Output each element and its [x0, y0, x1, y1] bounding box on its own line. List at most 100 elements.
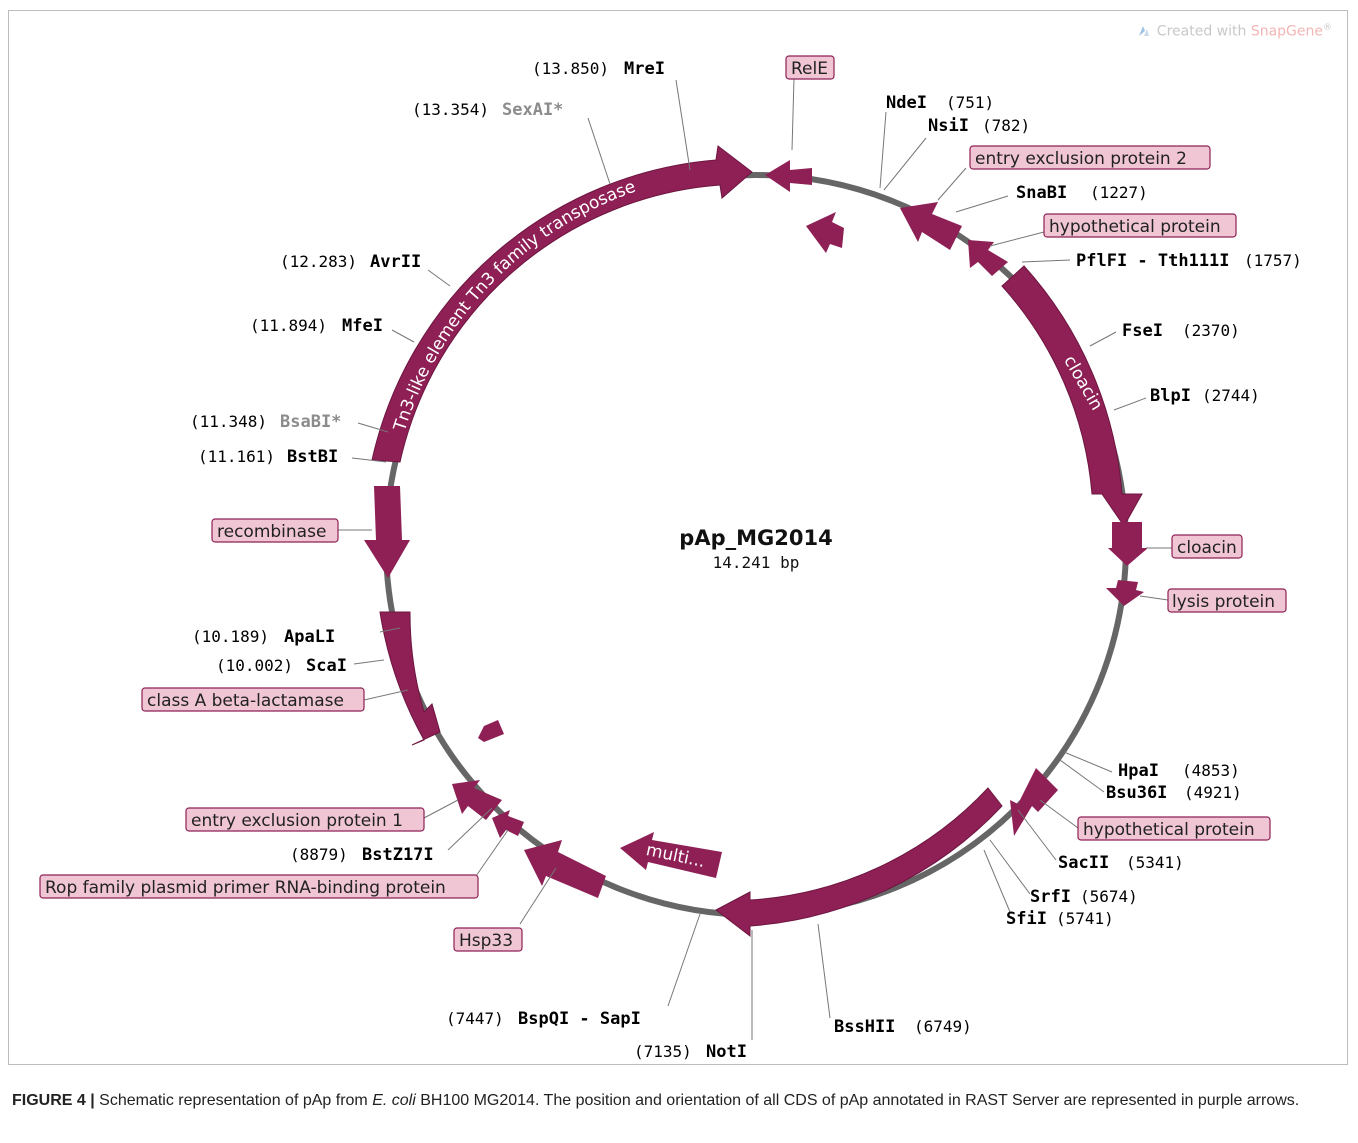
lysis-arrow[interactable] [1106, 580, 1144, 606]
recombinase-arrow[interactable] [364, 486, 410, 578]
tn3-transposase-arrow[interactable] [371, 145, 753, 463]
site-bsabi[interactable]: (11.348) BsaBI* [190, 412, 341, 432]
svg-text:NsiI: NsiI [928, 116, 969, 136]
svg-text:hypothetical protein: hypothetical protein [1049, 217, 1221, 237]
site-bsu36i[interactable]: Bsu36I(4921) [1106, 783, 1242, 803]
svg-text:Hsp33: Hsp33 [459, 931, 513, 951]
figure-caption: FIGURE 4 | Schematic representation of p… [12, 1090, 1342, 1112]
watermark-mark: ® [1323, 23, 1332, 33]
site-mfei[interactable]: (11.894)MfeI [250, 316, 383, 336]
rele-arrow[interactable] [765, 160, 812, 192]
leader-lines [336, 77, 1172, 1040]
svg-text:(7447): (7447) [446, 1009, 504, 1028]
svg-text:NotI: NotI [706, 1042, 747, 1062]
site-bstz17i[interactable]: (8879) BstZ17I [290, 845, 434, 865]
svg-text:BstZ17I: BstZ17I [362, 845, 434, 865]
hyp1-arrow[interactable] [968, 240, 1008, 276]
svg-text:MreI: MreI [624, 59, 665, 79]
site-bspqi-sapi[interactable]: (7447) BspQI - SapI [446, 1009, 641, 1029]
feature-label-rele[interactable]: RelE [785, 55, 835, 80]
cloacin-arrow[interactable] [1001, 265, 1143, 527]
site-srfi[interactable]: SrfI(5674) [1030, 887, 1138, 907]
site-apali[interactable]: (10.189)ApaLI [192, 627, 335, 647]
site-blpi[interactable]: BlpI (2744) [1150, 386, 1260, 406]
svg-text:(4853): (4853) [1182, 761, 1240, 780]
svg-text:(11.348): (11.348) [190, 412, 267, 431]
svg-text:(4921): (4921) [1184, 783, 1242, 802]
inner-arrow-top[interactable] [806, 212, 844, 253]
svg-text:FseI: FseI [1122, 321, 1163, 341]
site-pflfi-tth111i[interactable]: PflFI - Tth111I(1757) [1076, 251, 1302, 271]
feature-label-rop[interactable]: Rop family plasmid primer RNA-binding pr… [39, 874, 479, 899]
svg-text:Rop family plasmid primer RNA-: Rop family plasmid primer RNA-binding pr… [45, 878, 446, 898]
svg-text:(7135): (7135) [634, 1042, 692, 1061]
site-ndei[interactable]: NdeI(751) [886, 93, 994, 113]
feature-label-recombinase[interactable]: recombinase [211, 518, 339, 543]
site-sfii[interactable]: SfiI (5741) [1006, 909, 1114, 929]
svg-text:NdeI: NdeI [886, 93, 927, 113]
svg-text:ScaI: ScaI [306, 656, 347, 676]
site-hpai[interactable]: HpaI (4853) [1118, 761, 1240, 781]
site-sacii[interactable]: SacII(5341) [1058, 853, 1184, 873]
svg-text:(8879): (8879) [290, 845, 348, 864]
snapgene-watermark: Created with SnapGene® [1137, 23, 1332, 40]
site-bstbi[interactable]: (11.161)BstBI [198, 447, 338, 467]
plasmid-name: pAp_MG2014 [679, 526, 832, 550]
feature-label-eep1[interactable]: entry exclusion protein 1 [185, 807, 425, 832]
feature-label-bla[interactable]: class A beta-lactamase [141, 687, 365, 712]
caption-organism: E. coli [372, 1092, 416, 1109]
hyp2-arrow[interactable] [1010, 768, 1058, 836]
svg-text:BspQI - SapI: BspQI - SapI [518, 1009, 641, 1029]
svg-text:BsaBI*: BsaBI* [280, 412, 341, 432]
feature-label-hyp1[interactable]: hypothetical protein [1043, 213, 1237, 238]
svg-text:(11.161): (11.161) [198, 447, 275, 466]
plasmid-size: 14.241 bp [713, 553, 800, 572]
cloacin-small-arrow[interactable] [1108, 522, 1148, 566]
svg-text:(2744): (2744) [1202, 386, 1260, 405]
eep2-arrow[interactable] [900, 202, 962, 250]
site-snabi[interactable]: SnaBI(1227) [1016, 183, 1148, 203]
watermark-brand: SnapGene [1250, 23, 1323, 40]
inner-arrow-left[interactable] [478, 720, 504, 742]
svg-text:(12.283): (12.283) [280, 252, 357, 271]
rop-arrow[interactable] [492, 810, 524, 838]
svg-text:(10.002): (10.002) [216, 656, 293, 675]
svg-text:(2370): (2370) [1182, 321, 1240, 340]
site-noti[interactable]: (7135) NotI [634, 1042, 747, 1062]
bla-arrow[interactable] [379, 611, 441, 746]
svg-text:SrfI: SrfI [1030, 887, 1071, 907]
feature-label-cloacin[interactable]: cloacin [1171, 534, 1243, 559]
feature-label-hsp33[interactable]: Hsp33 [453, 927, 523, 952]
svg-text:recombinase: recombinase [217, 522, 326, 542]
svg-text:(5741): (5741) [1056, 909, 1114, 928]
site-scai[interactable]: (10.002) ScaI [216, 656, 347, 676]
svg-text:SacII: SacII [1058, 853, 1109, 873]
hsp33-arrow[interactable] [524, 840, 606, 898]
svg-text:(6749): (6749) [914, 1017, 972, 1036]
svg-text:BlpI: BlpI [1150, 386, 1191, 406]
svg-text:SfiI: SfiI [1006, 909, 1047, 929]
svg-text:HpaI: HpaI [1118, 761, 1159, 781]
mob-arrow[interactable] [715, 787, 1003, 938]
multi-arrow[interactable] [620, 832, 722, 878]
svg-text:ApaLI: ApaLI [284, 627, 335, 647]
svg-text:(1227): (1227) [1090, 183, 1148, 202]
site-sexai[interactable]: (13.354) SexAI* [412, 100, 563, 120]
feature-label-hyp2[interactable]: hypothetical protein [1077, 816, 1271, 841]
feature-label-lysis[interactable]: lysis protein [1167, 588, 1287, 613]
restriction-sites: (13.850)MreI (13.354) SexAI* (12.283)AvrI… [190, 59, 1302, 1062]
site-mrei[interactable]: (13.850)MreI [532, 59, 665, 79]
feature-label-eep2[interactable]: entry exclusion protein 2 [969, 145, 1211, 170]
site-avrii[interactable]: (12.283)AvrII [280, 252, 421, 272]
svg-text:MfeI: MfeI [342, 316, 383, 336]
svg-text:(782): (782) [982, 116, 1030, 135]
svg-text:SexAI*: SexAI* [502, 100, 563, 120]
site-bsshii[interactable]: BssHII(6749) [834, 1017, 972, 1037]
site-fsei[interactable]: FseI (2370) [1122, 321, 1240, 341]
snapgene-logo-icon [1138, 25, 1149, 36]
plasmid-map: Tn3-like element Tn3 family transposase … [39, 55, 1302, 1062]
svg-text:(1757): (1757) [1244, 251, 1302, 270]
site-nsii[interactable]: NsiI (782) [928, 116, 1030, 136]
feature-labels: RelE entry exclusion protein 2 hypotheti… [39, 55, 1287, 952]
svg-text:(13.354): (13.354) [412, 100, 489, 119]
